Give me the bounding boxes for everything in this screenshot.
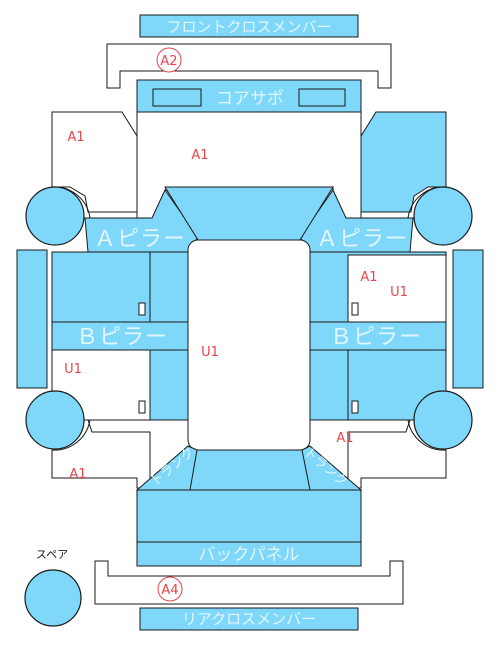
left-door-handle-front — [138, 302, 146, 316]
damage-u1-center: U1 — [201, 345, 219, 360]
damage-a1-front-left: A1 — [67, 130, 84, 145]
b-pillar-left-label: Ｂピラー — [76, 325, 168, 350]
wheel-arch-rl — [51, 419, 91, 451]
front-right-quarter[interactable] — [347, 254, 447, 323]
side-rocker-right[interactable] — [452, 249, 484, 389]
core-support-slot-right — [298, 88, 346, 107]
rear-cross-member-label: リアクロスメンバー — [182, 610, 316, 628]
front-cross-member[interactable] — [139, 14, 359, 38]
trunk-floor[interactable] — [136, 489, 362, 543]
a4-marker — [157, 576, 183, 602]
damage-a1-rear-left: A1 — [69, 467, 86, 482]
side-rocker-left[interactable] — [16, 249, 48, 389]
spare-tire[interactable] — [24, 569, 82, 627]
left-door-handle-rear — [138, 400, 146, 414]
trunk-seam-right — [301, 449, 311, 491]
a-pillar-left-label: Ａピラー — [94, 227, 186, 252]
damage-u1-left: U1 — [64, 362, 82, 377]
rear-cross-member[interactable] — [139, 607, 359, 631]
back-panel[interactable] — [136, 541, 362, 567]
a-pillar-right-label: Ａピラー — [316, 227, 408, 252]
wheel-front-left[interactable] — [25, 186, 85, 246]
damage-a1-right-mid: A1 — [360, 270, 377, 285]
wheel-rear-right[interactable] — [413, 390, 473, 450]
rear-bracket[interactable] — [94, 560, 404, 605]
wheel-rear-left[interactable] — [25, 390, 85, 450]
trunk-seam-left — [189, 449, 198, 491]
a2-marker — [156, 47, 182, 73]
rear-left-quarter[interactable] — [51, 349, 151, 421]
front-left-door[interactable] — [51, 251, 190, 323]
wheel-front-right[interactable] — [413, 186, 473, 246]
core-support-slot-left — [152, 88, 202, 107]
a2-label: A2 — [160, 54, 177, 69]
rear-left-door[interactable] — [149, 349, 190, 421]
right-door-handle-rear — [351, 400, 359, 414]
right-door-handle-front — [351, 302, 359, 316]
wheel-arch-rr — [407, 419, 447, 451]
front-right-fender[interactable] — [360, 111, 447, 213]
damage-a1-rear-right: A1 — [336, 431, 353, 446]
front-cross-member-label: フロントクロスメンバー — [166, 18, 331, 36]
spare-label: スペア — [36, 548, 68, 561]
a4-label: A4 — [161, 583, 178, 598]
damage-u1-right-mid: U1 — [390, 285, 408, 300]
damage-a1-front-center: A1 — [191, 148, 208, 163]
back-panel-label: バックパネル — [198, 545, 299, 565]
core-support-label: コアサポ — [216, 89, 284, 109]
b-pillar-right-label: Ｂピラー — [330, 325, 422, 350]
